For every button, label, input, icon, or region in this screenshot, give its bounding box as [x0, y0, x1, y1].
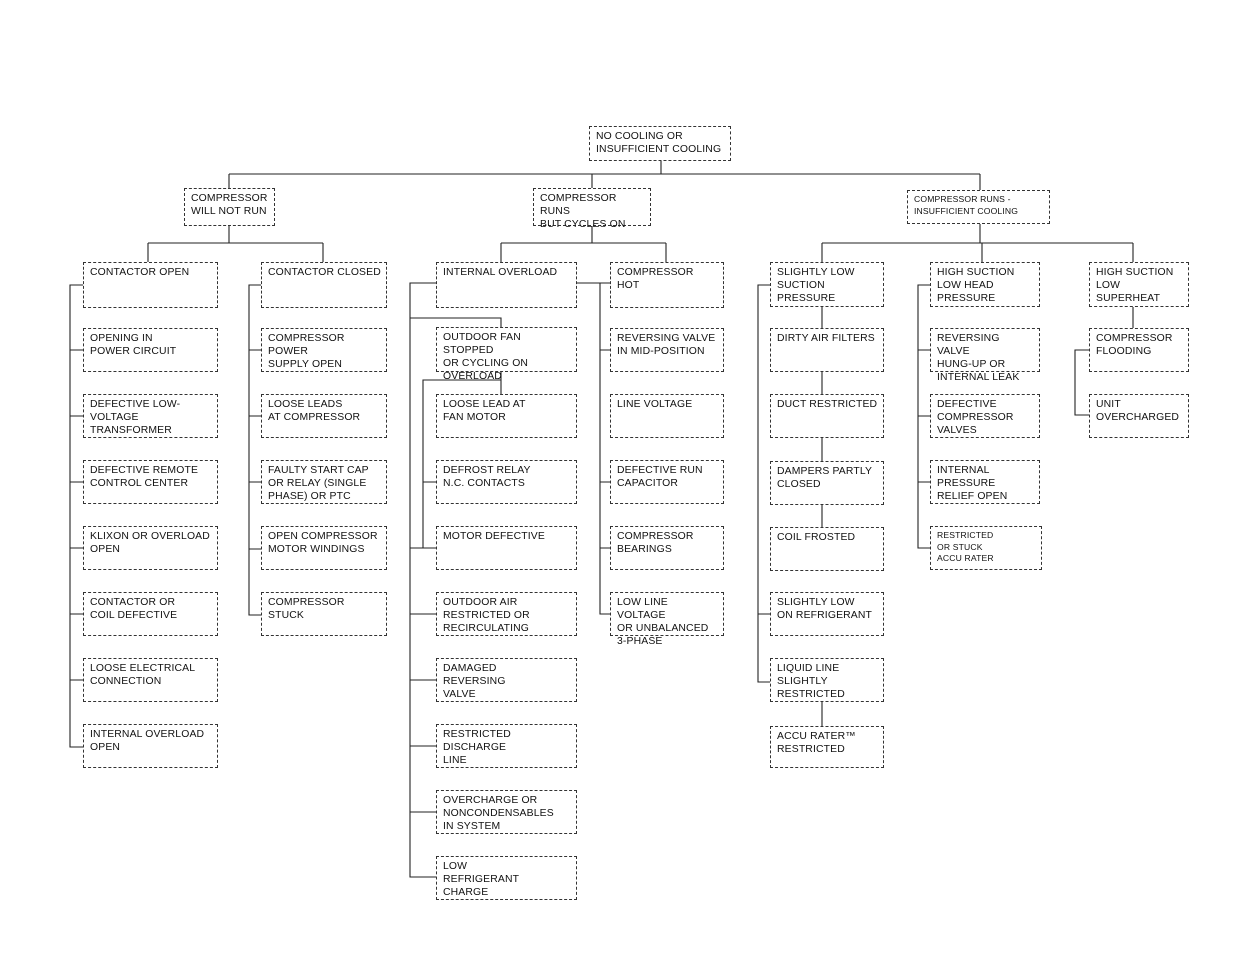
box-compressor-runs-insufficient: COMPRESSOR RUNS - INSUFFICIENT COOLING	[907, 190, 1050, 224]
cause-box: LINE VOLTAGE	[610, 394, 724, 438]
box-slightly-low-suction: SLIGHTLY LOW SUCTION PRESSURE	[770, 262, 884, 307]
cause-box: COMPRESSOR BEARINGS	[610, 526, 724, 570]
cause-box: DEFECTIVE RUN CAPACITOR	[610, 460, 724, 504]
cause-box: LOOSE ELECTRICAL CONNECTION	[83, 658, 218, 702]
cause-box: KLIXON OR OVERLOAD OPEN	[83, 526, 218, 570]
root-box: NO COOLING OR INSUFFICIENT COOLING	[589, 126, 731, 161]
cause-box: ACCU RATER™ RESTRICTED	[770, 726, 884, 768]
cause-box: COMPRESSOR POWER SUPPLY OPEN	[261, 328, 387, 372]
cause-box: RESTRICTED OR STUCK ACCU RATER	[930, 526, 1042, 570]
box-high-suction-low-superheat: HIGH SUCTION LOW SUPERHEAT	[1089, 262, 1189, 307]
cause-box: DEFROST RELAY N.C. CONTACTS	[436, 460, 577, 504]
cause-box: DEFECTIVE COMPRESSOR VALVES	[930, 394, 1040, 438]
cause-box: LOW LINE VOLTAGE OR UNBALANCED 3-PHASE	[610, 592, 724, 647]
cause-box: MOTOR DEFECTIVE	[436, 526, 577, 570]
cause-box: DUCT RESTRICTED	[770, 394, 884, 438]
cause-box: REVERSING VALVE HUNG-UP OR INTERNAL LEAK	[930, 328, 1040, 383]
box-contactor-open: CONTACTOR OPEN	[83, 262, 218, 308]
cause-box: REVERSING VALVE IN MID-POSITION	[610, 328, 724, 372]
box-compressor-will-not-run: COMPRESSOR WILL NOT RUN	[184, 188, 275, 226]
cause-box: INTERNAL OVERLOAD OPEN	[83, 724, 218, 768]
cause-box: SLIGHTLY LOW ON REFRIGERANT	[770, 592, 884, 636]
cause-box: COIL FROSTED	[770, 527, 884, 571]
box-internal-overload: INTERNAL OVERLOAD	[436, 262, 577, 308]
cause-box: LOOSE LEADS AT COMPRESSOR	[261, 394, 387, 438]
cause-box: FAULTY START CAP OR RELAY (SINGLE PHASE)…	[261, 460, 387, 504]
cause-box: COMPRESSOR FLOODING	[1089, 328, 1189, 372]
box-contactor-closed: CONTACTOR CLOSED	[261, 262, 387, 308]
cause-box: UNIT OVERCHARGED	[1089, 394, 1189, 438]
cause-box: LOOSE LEAD AT FAN MOTOR	[436, 394, 577, 438]
cause-box: INTERNAL PRESSURE RELIEF OPEN	[930, 460, 1040, 504]
box-compressor-hot: COMPRESSOR HOT	[610, 262, 724, 308]
cause-box: DAMPERS PARTLY CLOSED	[770, 461, 884, 505]
cause-box: LIQUID LINE SLIGHTLY RESTRICTED	[770, 658, 884, 702]
cause-box: RESTRICTED DISCHARGE LINE	[436, 724, 577, 768]
cause-box: DAMAGED REVERSING VALVE	[436, 658, 577, 702]
box-compressor-runs-cycles: COMPRESSOR RUNS BUT CYCLES ON	[533, 188, 651, 230]
cause-box: LOW REFRIGERANT CHARGE	[436, 856, 577, 900]
cause-box: OUTDOOR AIR RESTRICTED OR RECIRCULATING	[436, 592, 577, 636]
cause-box: OVERCHARGE OR NONCONDENSABLES IN SYSTEM	[436, 790, 577, 834]
cause-box: OPENING IN POWER CIRCUIT	[83, 328, 218, 372]
box-high-suction-low-head: HIGH SUCTION LOW HEAD PRESSURE	[930, 262, 1040, 307]
box-outdoor-fan: OUTDOOR FAN STOPPED OR CYCLING ON OVERLO…	[436, 327, 577, 382]
cause-box: COMPRESSOR STUCK	[261, 592, 387, 636]
cause-box: CONTACTOR OR COIL DEFECTIVE	[83, 592, 218, 636]
cause-box: DEFECTIVE LOW- VOLTAGE TRANSFORMER	[83, 394, 218, 438]
cause-box: OPEN COMPRESSOR MOTOR WINDINGS	[261, 526, 387, 570]
cause-box: DEFECTIVE REMOTE CONTROL CENTER	[83, 460, 218, 504]
cause-box: DIRTY AIR FILTERS	[770, 328, 884, 372]
